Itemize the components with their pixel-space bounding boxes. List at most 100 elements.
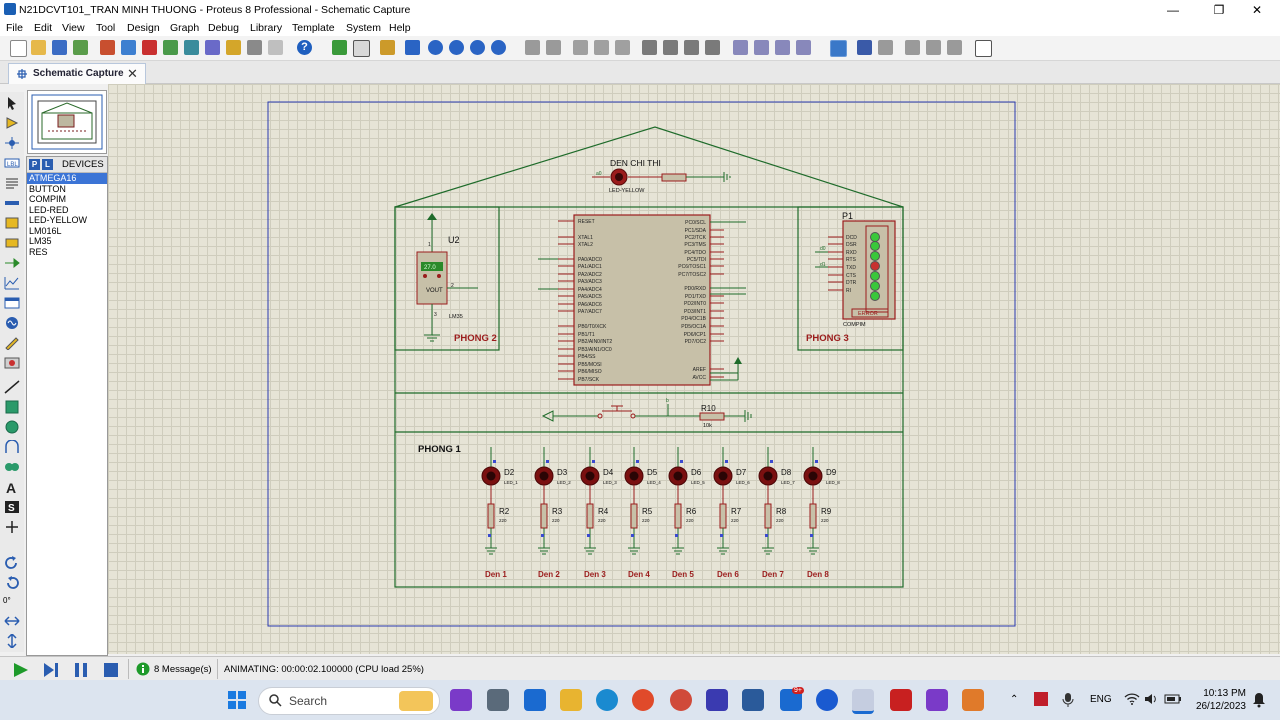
lm35-sensor[interactable]: 27.0 VOUT U2 LM35 1 2 3 (416, 213, 478, 342)
buses-icon[interactable] (4, 196, 20, 210)
device-item-lm016l[interactable]: LM016L (29, 225, 62, 236)
path-tool-icon[interactable] (4, 460, 20, 474)
schematic-icon[interactable] (121, 40, 136, 55)
device-item-led-red[interactable]: LED-RED (29, 204, 69, 215)
file-explorer-icon[interactable] (560, 689, 582, 711)
exit-to-parent-icon[interactable] (947, 40, 962, 55)
antivirus-tray-icon[interactable] (1034, 692, 1048, 706)
windows-start-icon[interactable] (226, 689, 248, 711)
packaging-tool-icon[interactable] (775, 40, 790, 55)
device-item-atmega16[interactable]: ATMEGA16 (27, 173, 107, 184)
arc-tool-icon[interactable] (4, 440, 20, 454)
decompose-icon[interactable] (796, 40, 811, 55)
system-clock[interactable]: 10:13 PM 26/12/2023 (1190, 687, 1246, 713)
wifi-icon[interactable] (1124, 693, 1140, 705)
store-icon[interactable] (706, 689, 728, 711)
zoom-out-icon[interactable] (449, 40, 464, 55)
notification-bell-icon[interactable] (1252, 692, 1266, 708)
messenger-icon[interactable] (780, 689, 802, 711)
printer-icon[interactable] (742, 689, 764, 711)
device-item-led-yellow[interactable]: LED-YELLOW (29, 215, 88, 225)
selection-mode-icon[interactable] (4, 96, 20, 110)
mail-icon[interactable] (524, 689, 546, 711)
cv-app-icon[interactable] (890, 689, 912, 711)
circle-tool-icon[interactable] (4, 420, 20, 434)
source-code-icon[interactable] (247, 40, 262, 55)
import-icon[interactable] (73, 40, 88, 55)
facebook-icon[interactable] (816, 689, 838, 711)
zoom-area-icon[interactable] (491, 40, 506, 55)
menu-file[interactable]: File (6, 22, 23, 34)
design-explorer-icon[interactable] (975, 40, 992, 57)
cut-icon[interactable] (573, 40, 588, 55)
message-count[interactable]: 8 Message(s) (154, 664, 212, 675)
indicator-led[interactable]: DEN CHI THI LED-YELLOW a0 (592, 158, 731, 194)
search-tag-icon[interactable] (857, 40, 872, 55)
tab-schematic-capture[interactable]: Schematic Capture ✕ (8, 63, 146, 84)
paste-icon[interactable] (615, 40, 630, 55)
taskbar-search-box[interactable]: Search (258, 687, 440, 715)
line-tool-icon[interactable] (4, 380, 20, 394)
subcircuit-icon[interactable] (4, 216, 20, 230)
close-button[interactable]: ✕ (1251, 3, 1263, 17)
remove-sheet-icon[interactable] (926, 40, 941, 55)
pick-devices-button[interactable]: P (29, 159, 40, 170)
menu-system[interactable]: System (346, 22, 382, 34)
pick-device-icon[interactable] (733, 40, 748, 55)
overview-window[interactable] (27, 90, 107, 154)
menu-help[interactable]: Help (389, 22, 411, 34)
refresh-icon[interactable] (332, 40, 347, 55)
atmega16-chip[interactable]: RESETXTAL1XTAL2PA0/ADC0PA1/ADC1PA2/ADC2P… (538, 214, 746, 386)
device-item-button[interactable]: BUTTON (29, 183, 66, 194)
graph-icon[interactable] (4, 276, 20, 290)
cost-icon[interactable] (226, 40, 241, 55)
origin-icon[interactable] (380, 40, 395, 55)
microphone-icon[interactable] (1062, 692, 1074, 708)
make-device-icon[interactable] (754, 40, 769, 55)
device-pins-icon[interactable] (4, 256, 20, 270)
menu-graph[interactable]: Graph (170, 22, 200, 34)
virtual-instruments-icon[interactable] (4, 356, 20, 370)
compim-serial-port[interactable]: ERROR P1 COMPIM DCDDSRRXDRTSTXDCTSDTRRI … (815, 211, 896, 328)
component-mode-icon[interactable] (4, 116, 20, 130)
bom-icon[interactable] (205, 40, 220, 55)
task-view-icon[interactable] (487, 689, 509, 711)
chrome-browser-icon[interactable] (632, 689, 654, 711)
menu-debug[interactable]: Debug (208, 22, 239, 34)
block-move-icon[interactable] (663, 40, 678, 55)
library-manager-button[interactable]: L (42, 159, 53, 170)
menu-template[interactable]: Template (292, 22, 335, 34)
open-folder-icon[interactable] (31, 40, 46, 55)
zoom-all-icon[interactable] (470, 40, 485, 55)
minimize-button[interactable]: — (1167, 3, 1179, 17)
stop-icon[interactable] (102, 662, 120, 678)
show-hidden-icons[interactable]: ⌃ (1010, 694, 1019, 705)
new-sheet-icon[interactable] (905, 40, 920, 55)
app-icon[interactable] (962, 689, 984, 711)
menu-view[interactable]: View (62, 22, 85, 34)
wire-autorouter-icon[interactable] (830, 40, 847, 57)
mirror-y-icon[interactable] (4, 634, 20, 648)
terminals-icon[interactable] (4, 236, 20, 250)
menu-tool[interactable]: Tool (96, 22, 116, 34)
symbol-tool-icon[interactable]: S (4, 500, 20, 514)
battery-icon[interactable] (1164, 693, 1182, 705)
box-tool-icon[interactable] (4, 400, 20, 414)
marker-tool-icon[interactable] (4, 520, 20, 534)
voltage-probe-icon[interactable] (4, 336, 20, 350)
block-copy-icon[interactable] (642, 40, 657, 55)
pan-icon[interactable] (405, 40, 420, 55)
rotation-angle[interactable]: 0° (3, 596, 11, 605)
step-icon[interactable] (42, 662, 60, 678)
play-icon[interactable] (12, 662, 30, 678)
mirror-x-icon[interactable] (4, 614, 20, 628)
text-script-icon[interactable] (4, 176, 20, 190)
gerber-icon[interactable] (163, 40, 178, 55)
